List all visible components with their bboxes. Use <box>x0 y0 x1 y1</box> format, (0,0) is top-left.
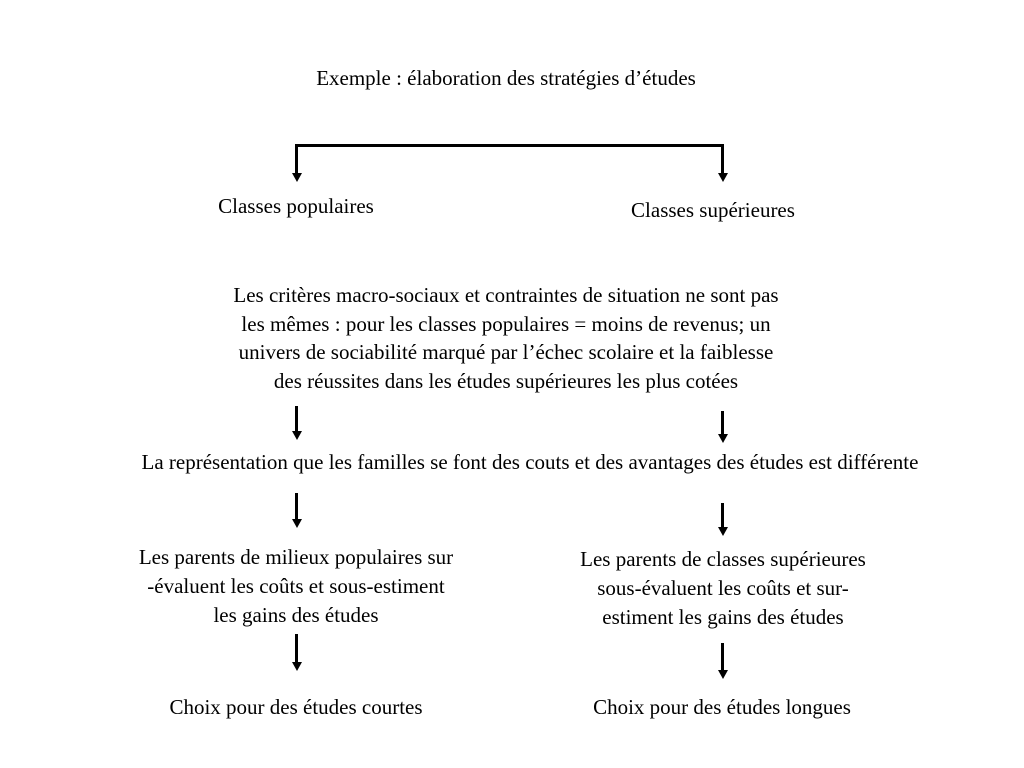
branch-label-classes-populaires: Classes populaires <box>218 194 374 218</box>
outcome-etudes-longues: Choix pour des études longues <box>593 695 851 719</box>
arrow-down-right-3-stem <box>721 643 724 671</box>
arrow-down-right-1-stem <box>721 411 724 436</box>
branch-bracket-line <box>295 144 724 147</box>
arrow-down-right-1-head-icon <box>718 434 728 443</box>
branch-arrow-right-head-icon <box>718 173 728 182</box>
arrow-down-left-3-head-icon <box>292 662 302 671</box>
parents-superieures-block: Les parents de classes supérieures sous-… <box>580 547 866 629</box>
diagram-title: Exemple : élaboration des stratégies d’é… <box>316 66 696 90</box>
branch-arrow-left-head-icon <box>292 173 302 182</box>
arrow-down-left-2-stem <box>295 493 298 520</box>
arrow-down-left-3-stem <box>295 634 298 663</box>
outcome-etudes-courtes: Choix pour des études courtes <box>169 695 423 719</box>
arrow-down-right-2-stem <box>721 503 724 528</box>
parents-populaires-block: Les parents de milieux populaires sur -é… <box>138 545 454 627</box>
representation-statement: La représentation que les familles se fo… <box>141 450 919 474</box>
arrow-down-left-1-stem <box>295 406 298 432</box>
branch-label-classes-superieures: Classes supérieures <box>631 198 795 222</box>
arrow-down-left-2-head-icon <box>292 519 302 528</box>
arrow-down-right-3-head-icon <box>718 670 728 679</box>
branch-arrow-right-stem <box>721 144 724 175</box>
arrow-down-left-1-head-icon <box>292 431 302 440</box>
arrow-down-right-2-head-icon <box>718 527 728 536</box>
branch-arrow-left-stem <box>295 144 298 175</box>
criteria-paragraph: Les critères macro-sociaux et contrainte… <box>233 283 779 393</box>
